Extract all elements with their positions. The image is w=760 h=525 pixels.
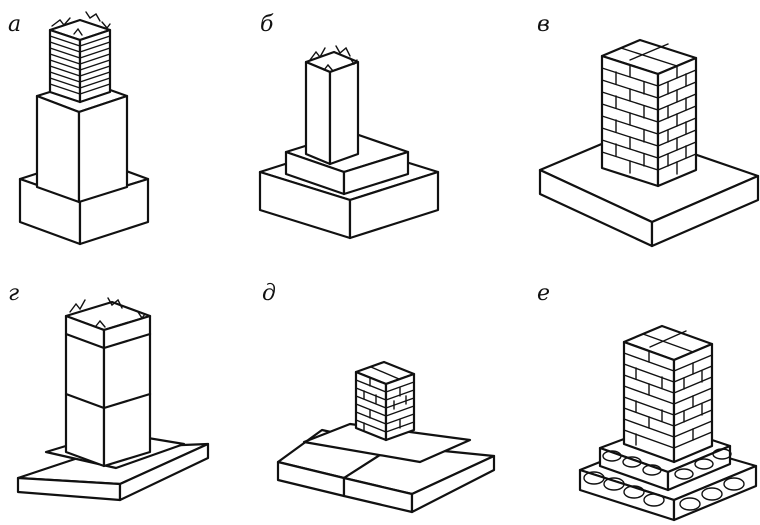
figure-f-brick-courses bbox=[623, 330, 713, 449]
figure-label-e: д bbox=[262, 281, 276, 306]
figure-label-d: г bbox=[8, 281, 20, 306]
figure-a-layer-lines bbox=[49, 35, 111, 95]
figure-label-b: б bbox=[260, 12, 274, 37]
figure-label-f: е bbox=[537, 281, 551, 306]
figure-f-drawing bbox=[578, 324, 758, 522]
figure-e-drawing bbox=[276, 360, 496, 514]
figure-label-c: в bbox=[537, 12, 550, 37]
figure-c-brick-courses bbox=[601, 43, 697, 175]
figure-a-drawing bbox=[18, 11, 150, 246]
figure-label-a: а bbox=[8, 12, 22, 37]
figure-c-drawing bbox=[538, 38, 760, 248]
figure-f-rubble-stones bbox=[583, 448, 745, 511]
figure-d-drawing bbox=[16, 297, 210, 502]
figure-e-brick-courses bbox=[355, 366, 415, 433]
figure-b-drawing bbox=[258, 45, 440, 240]
